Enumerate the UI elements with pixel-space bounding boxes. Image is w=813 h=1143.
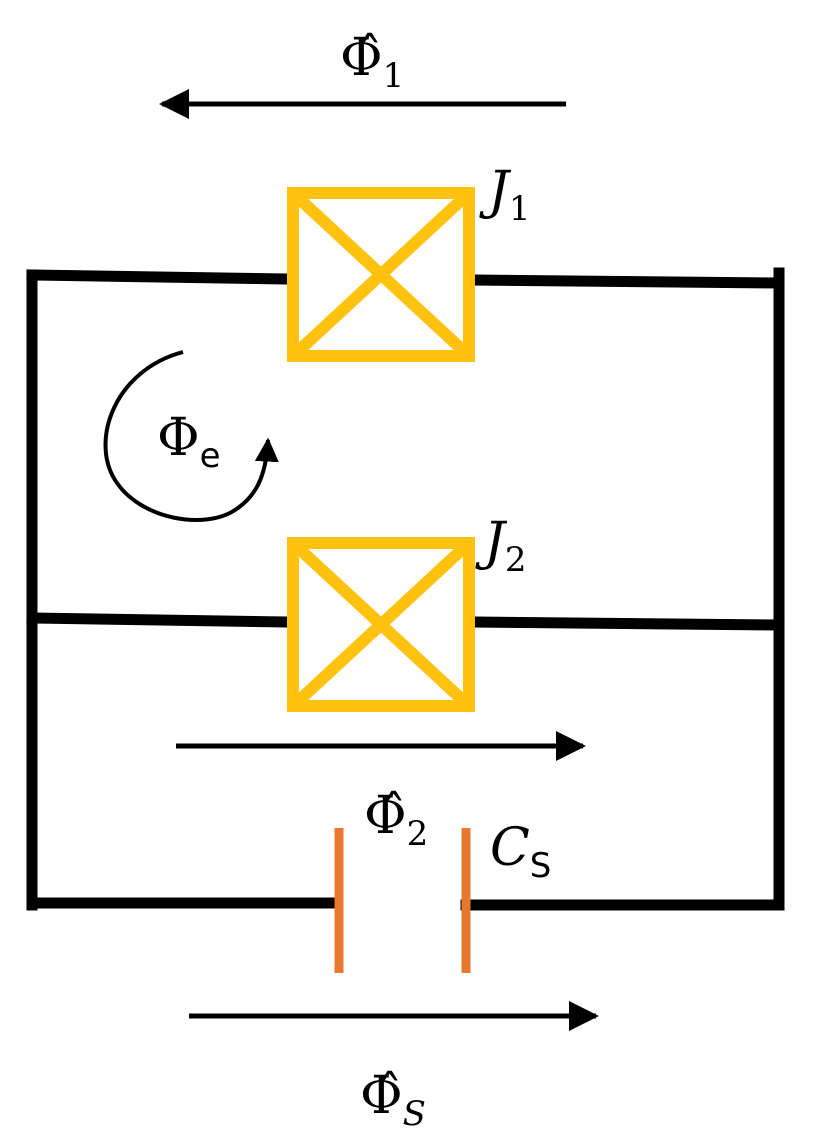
top-wire-left xyxy=(26,269,294,285)
middle-wire-right xyxy=(469,616,785,631)
j1-label: J1 xyxy=(488,161,531,229)
phie-label: Φe xyxy=(157,408,221,476)
junction-j2 xyxy=(287,537,475,712)
capacitor-cs xyxy=(334,828,471,973)
phis-label: Φ̂S xyxy=(360,1066,426,1134)
junction-j1 xyxy=(287,187,475,362)
j2-label: J2 xyxy=(484,512,527,580)
top-wire-right xyxy=(469,274,785,289)
middle-wire-left xyxy=(26,612,294,628)
cs-label: CS xyxy=(490,818,552,886)
circuit-wires xyxy=(26,267,785,911)
phi2-label: Φ̂2 xyxy=(364,786,429,854)
phi1-label: Φ̂1 xyxy=(340,28,405,96)
external-flux-arrow xyxy=(103,350,279,522)
